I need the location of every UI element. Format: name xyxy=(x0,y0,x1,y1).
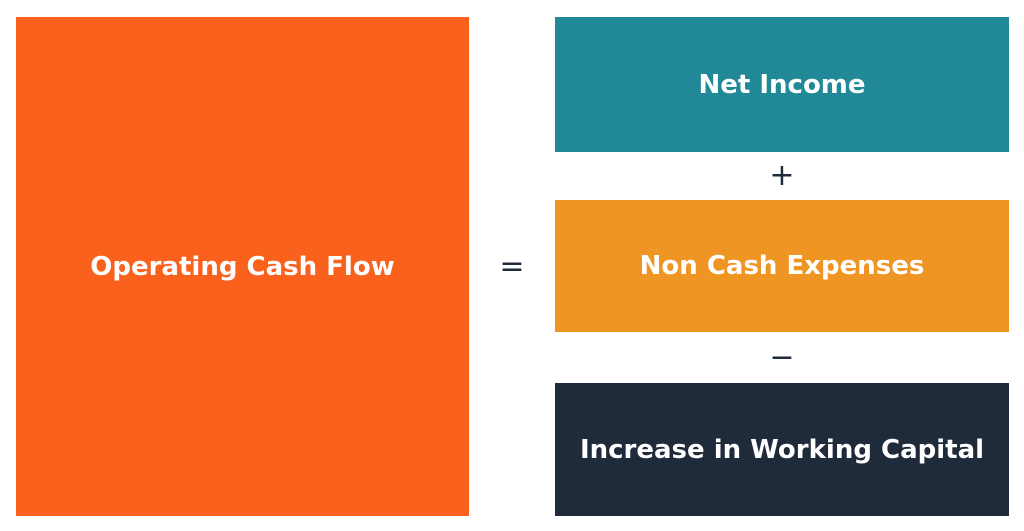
non-cash-expenses-label: Non Cash Expenses xyxy=(639,251,925,281)
increase-in-working-capital-label: Increase in Working Capital xyxy=(579,434,985,465)
increase-in-working-capital-box: Increase in Working Capital xyxy=(555,383,1009,516)
operating-cash-flow-box: Operating Cash Flow xyxy=(16,17,469,516)
net-income-label: Net Income xyxy=(698,69,866,100)
equals-sign: = xyxy=(499,249,525,284)
net-income-box: Net Income xyxy=(555,17,1009,152)
operating-cash-flow-label: Operating Cash Flow xyxy=(90,251,395,282)
minus-sign: − xyxy=(769,340,795,375)
non-cash-expenses-box: Non Cash Expenses xyxy=(555,200,1009,332)
plus-sign: + xyxy=(769,158,795,193)
